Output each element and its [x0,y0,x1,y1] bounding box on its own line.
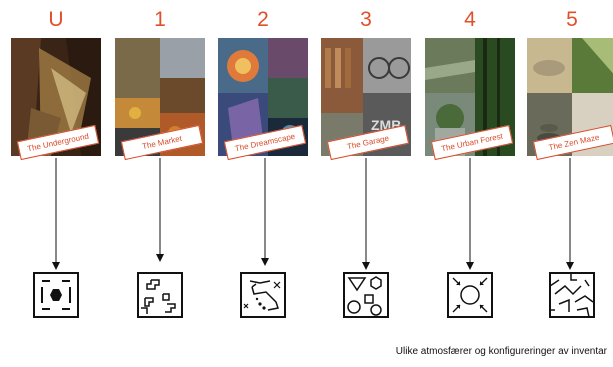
connector-arrow [362,158,370,270]
layout-diagram-scattered-blocks [137,272,183,318]
column-underground: U The Underground [11,0,101,340]
column-dreamscape: 2 The Dreamscape [218,0,308,340]
connector-arrow [566,158,574,270]
column-number: 1 [154,8,166,31]
connector-arrow [466,158,474,270]
column-number: U [48,8,64,31]
column-garage: 3 ZMB The Garage [321,0,411,340]
column-number: 2 [257,8,269,31]
column-urban-forest: 4 The Urban Forest [425,0,515,340]
layout-diagram-shapes [343,272,389,318]
photo-underground [11,38,101,156]
connector-arrow [52,158,60,270]
column-zen-maze: 5 The Zen Maze [527,0,613,340]
layout-diagram-centered-hexagon [33,272,79,318]
layout-diagram-wandering-path [240,272,286,318]
column-number: 4 [464,8,476,31]
figure-caption: Ulike atmosfærer og konfigureringer av i… [395,346,607,357]
layout-diagram-maze [549,272,595,318]
layout-diagram-center-circle [447,272,493,318]
connector-arrow [261,158,269,266]
connector-arrow [156,158,164,262]
column-market: 1 The Market [115,0,205,340]
column-number: 5 [566,8,578,31]
column-number: 3 [360,8,372,31]
